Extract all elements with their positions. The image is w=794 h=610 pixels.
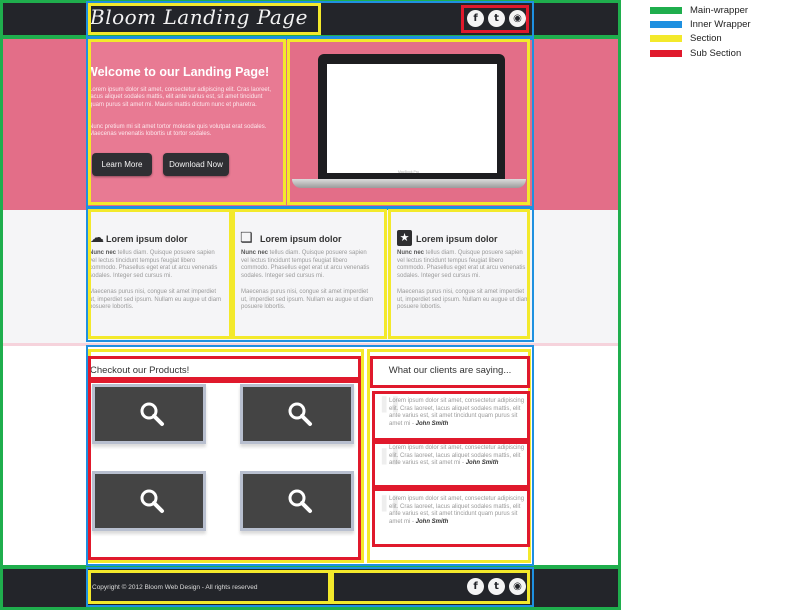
section-box (388, 209, 530, 339)
magnifier-icon (288, 489, 312, 513)
sub-section-box (372, 391, 530, 441)
rss-icon[interactable]: ◉ (509, 578, 526, 595)
legend-item: Main-wrapper (650, 5, 748, 16)
hero-paragraph-1: Lorem ipsum dolor sit amet, consectetur … (89, 87, 272, 108)
testimonial-text: Lorem ipsum dolor sit amet, consectetur … (389, 398, 525, 427)
quote-mark-icon: " (376, 484, 404, 554)
section-box (88, 39, 286, 205)
inner-wrapper-box (86, 567, 534, 607)
sub-section-box (372, 441, 530, 488)
inner-wrapper-box (86, 345, 534, 566)
testimonial-text: Lorem ipsum dolor sit amet, consectetur … (389, 445, 525, 466)
rss-icon[interactable]: ◉ (509, 10, 526, 27)
quote-mark-icon: " (376, 437, 404, 507)
testimonial: Lorem ipsum dolor sit amet, consectetur … (389, 496, 529, 526)
legend-item: Inner Wrapper (650, 19, 751, 30)
cloud-download-icon: ☁ (90, 230, 104, 246)
product-thumbnail[interactable] (92, 384, 206, 444)
products-heading: Checkout our Products! (90, 365, 190, 376)
product-thumbnail[interactable] (240, 471, 354, 531)
feature-body-2: tellus diam. Quisque posuere sapien vel … (241, 250, 370, 279)
feature-text-3: Nunc nec tellus diam. Quisque posuere sa… (397, 250, 531, 280)
legend-item: Sub Section (650, 48, 741, 59)
legend-label: Main-wrapper (690, 5, 749, 16)
hero-text-panel (90, 38, 285, 204)
legend-label: Inner Wrapper (690, 19, 751, 30)
legend-swatch (650, 50, 682, 57)
feature-body-3: tellus diam. Quisque posuere sapien vel … (397, 250, 526, 279)
feature-lead-2: Nunc nec (241, 250, 269, 256)
legend-swatch (650, 35, 682, 42)
legend-item: Section (650, 33, 722, 44)
testimonial-author: John Smith (465, 460, 499, 466)
legend-label: Section (690, 33, 722, 44)
magnifier-icon (140, 489, 164, 513)
sub-section-box (88, 380, 361, 560)
features-band (0, 210, 621, 345)
twitter-icon[interactable]: t (488, 578, 505, 595)
product-thumbnail[interactable] (240, 384, 354, 444)
legend-swatch (650, 21, 682, 28)
footer-copyright: Copyright © 2012 Bloom Web Design - All … (92, 584, 258, 591)
magnifier-icon (140, 402, 164, 426)
feature-text-2b: Maecenas purus nisi, congue sit amet imp… (241, 289, 374, 310)
footer-social-icons: f t ◉ (467, 578, 526, 595)
sub-section-box (461, 5, 529, 33)
facebook-icon[interactable]: f (467, 10, 484, 27)
chat-bubbles-icon: ❏ (240, 230, 253, 246)
section-box (331, 570, 530, 604)
section-box (88, 570, 331, 604)
feature-text-1: Nunc nec tellus diam. Quisque posuere sa… (89, 250, 223, 280)
download-now-button[interactable]: Download Now (163, 153, 229, 176)
feature-text-2: Nunc nec tellus diam. Quisque posuere sa… (241, 250, 375, 280)
header-social-icons: f t ◉ (467, 10, 526, 27)
feature-lead-3: Nunc nec (397, 250, 425, 256)
testimonial: Lorem ipsum dolor sit amet, consectetur … (389, 445, 529, 468)
feature-body-1: tellus diam. Quisque posuere sapien vel … (89, 250, 218, 279)
laptop-base (292, 179, 526, 188)
testimonial-author: John Smith (415, 518, 449, 525)
section-box (287, 39, 530, 205)
feature-title-2: Lorem ipsum dolor (260, 234, 342, 244)
learn-more-button[interactable]: Learn More (92, 153, 152, 176)
feature-title-1: Lorem ipsum dolor (106, 234, 188, 244)
sub-section-box (370, 356, 530, 388)
section-box (232, 209, 387, 339)
hero-title: Welcome to our Landing Page! (86, 65, 270, 79)
magnifier-icon (288, 402, 312, 426)
feature-lead-1: Nunc nec (89, 250, 117, 256)
sub-section-box (372, 488, 530, 547)
section-box (88, 209, 232, 339)
product-thumbnail[interactable] (92, 471, 206, 531)
inner-wrapper-box (86, 1, 534, 38)
section-box (88, 3, 321, 35)
facebook-icon[interactable]: f (467, 578, 484, 595)
twitter-icon[interactable]: t (488, 10, 505, 27)
testimonial: Lorem ipsum dolor sit amet, consectetur … (389, 398, 529, 428)
feature-text-1b: Maecenas purus nisi, congue sit amet imp… (89, 289, 222, 310)
sub-section-box (88, 356, 361, 380)
legend-swatch (650, 7, 682, 14)
testimonial-author: John Smith (415, 420, 449, 427)
feature-text-3b: Maecenas purus nisi, congue sit amet imp… (397, 289, 530, 310)
laptop-display (327, 64, 497, 173)
landing-page-mockup: Bloom Landing Page f t ◉ Welcome to our … (0, 0, 621, 610)
site-logo[interactable]: Bloom Landing Page (90, 5, 308, 29)
features-divider (0, 343, 621, 346)
hero-paragraph-2: Nunc pretium mi sit amet tortor molestie… (89, 124, 267, 138)
laptop-label: MacBook Pro (398, 170, 420, 174)
clients-heading: What our clients are saying... (388, 365, 512, 376)
testimonial-text: Lorem ipsum dolor sit amet, consectetur … (389, 496, 525, 525)
feature-title-3: Lorem ipsum dolor (416, 234, 498, 244)
star-icon: ★ (397, 230, 412, 246)
legend-label: Sub Section (690, 48, 742, 59)
